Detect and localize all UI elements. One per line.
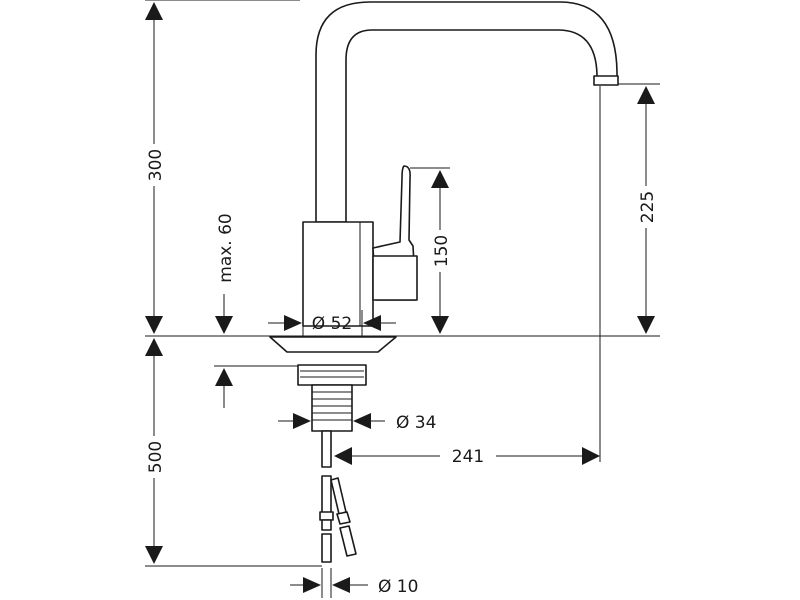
label-diameter-52: Ø 52 xyxy=(312,314,352,334)
dimension-shank-diameter: Ø 34 xyxy=(278,413,436,433)
spout xyxy=(315,1,618,223)
supply-hose xyxy=(321,430,332,468)
label-diameter-34: Ø 34 xyxy=(396,413,436,433)
dimension-hose-diameter: Ø 10 xyxy=(290,568,418,598)
reference-lines xyxy=(145,0,660,567)
aerator xyxy=(593,75,619,86)
base-plate xyxy=(269,336,397,353)
label-max-60: max. 60 xyxy=(216,213,236,282)
dimension-max-thickness: max. 60 xyxy=(215,213,236,408)
dimension-lever-height: 150 xyxy=(430,170,452,334)
label-241: 241 xyxy=(452,447,484,467)
faucet-body xyxy=(302,221,374,327)
dimension-base-diameter: Ø 52 xyxy=(268,314,396,334)
dimension-total-height: 300 xyxy=(144,2,166,334)
dimension-spout-height: 225 xyxy=(636,86,658,334)
label-500: 500 xyxy=(146,441,166,473)
threaded-shank xyxy=(311,384,353,432)
label-300: 300 xyxy=(146,149,166,181)
label-diameter-10: Ø 10 xyxy=(378,577,418,597)
label-150: 150 xyxy=(432,235,452,267)
dimension-spout-reach: 241 xyxy=(334,444,600,468)
dimension-below-height: 500 xyxy=(144,338,166,564)
faucet-outline xyxy=(269,1,619,563)
label-225: 225 xyxy=(638,191,658,223)
hose-fitting xyxy=(319,511,334,521)
mounting-nut xyxy=(297,364,367,386)
